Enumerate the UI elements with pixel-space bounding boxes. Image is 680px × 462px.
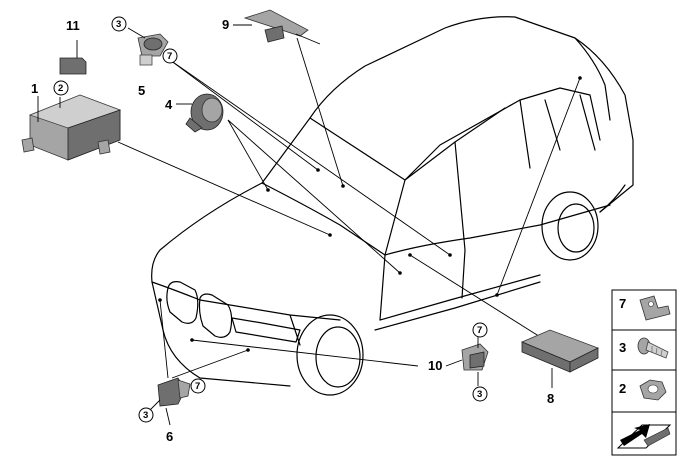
vehicle-outline [151,16,634,396]
callout-3b-circle [472,386,488,402]
callout-labels: 11 1 2 3 7 5 4 9 7 3 10 8 7 3 6 [31,16,554,444]
legend-item-3-label: 3 [619,340,626,355]
callout-3a-circle [111,16,127,32]
part-5-sensor [127,27,169,66]
callout-3c: 3 [143,410,148,421]
callout-3a: 3 [116,19,121,30]
mounting-surface-icon [616,424,672,449]
callout-10: 10 [428,358,442,373]
legend-item-2-label: 2 [619,381,626,396]
leader-lines [117,37,581,379]
callout-7b: 7 [477,325,482,336]
callout-6: 6 [166,429,173,444]
callout-5: 5 [138,83,145,98]
part-4-round-sensor [185,93,224,133]
legend-item-7-label: 7 [619,296,626,311]
callout-7a: 7 [167,51,172,62]
callout-7c-circle [190,378,206,394]
part-6-front-sensor [149,377,191,426]
callout-3b: 3 [477,389,482,400]
part-8-module [520,329,599,388]
callout-1: 1 [31,81,38,96]
bolt-icon [637,337,669,359]
callout-7a-circle [162,48,178,64]
callout-7c: 7 [195,381,200,392]
callout-8: 8 [547,391,554,406]
callout-4: 4 [165,97,173,112]
hex-nut-icon [639,379,667,401]
callout-2-circle [53,80,69,96]
hardware-legend: 7 3 2 [611,289,677,456]
callout-9: 9 [222,17,229,32]
callout-7b-circle [472,322,488,338]
part-9-sensor-strip [243,9,321,45]
part-10-sensor-bracket [461,332,489,386]
part-1-control-unit [21,94,122,161]
leader-dots [158,76,582,352]
callout-11: 11 [66,18,80,33]
callout-3c-circle [138,407,154,423]
part-11-pad [59,40,87,75]
bracket-clip-icon [639,295,671,321]
callout-2: 2 [58,83,63,94]
